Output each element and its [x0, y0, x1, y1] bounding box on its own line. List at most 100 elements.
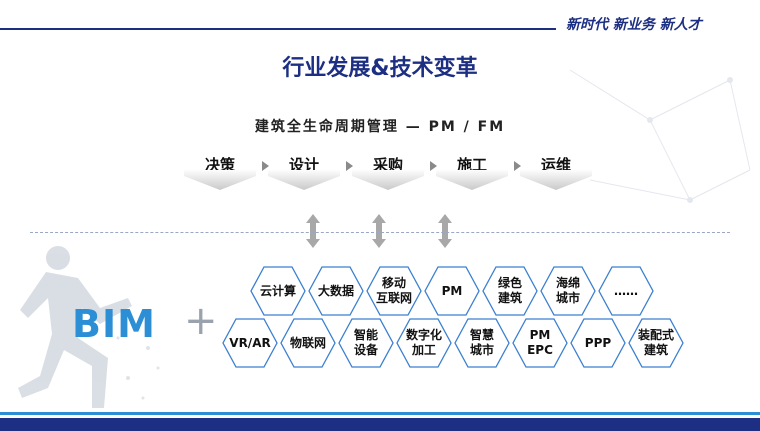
hex-label: 云计算 [250, 284, 306, 299]
hex-label-line: 互联网 [375, 291, 412, 305]
hexagon-icon [424, 266, 480, 316]
chevron-down-icon [184, 170, 256, 190]
hex-label: 移动互联网 [366, 276, 422, 306]
hex-item: 海绵城市 [540, 266, 596, 316]
hex-label: …… [598, 284, 654, 299]
step-label: 施工 [456, 156, 487, 174]
hex-label-line: 设备 [353, 343, 378, 357]
hex-item: 大数据 [308, 266, 364, 316]
step-label: 采购 [372, 156, 403, 174]
hex-label-line: 大数据 [317, 283, 354, 298]
hexagon-icon [366, 266, 422, 316]
hex-item: 物联网 [280, 318, 336, 368]
double-arrow-icon [306, 214, 320, 248]
connector-arrows [0, 214, 760, 248]
lifecycle-step: 设计 [266, 152, 342, 192]
hex-label-line: 智能 [353, 328, 378, 342]
hex-label-line: 智慧 [469, 328, 494, 342]
hexagon-icon [540, 266, 596, 316]
hex-label: 智能设备 [338, 328, 394, 358]
hex-label-line: EPC [527, 343, 553, 357]
hex-item: 智能设备 [338, 318, 394, 368]
hex-label-line: 装配式 [637, 328, 674, 342]
hex-item: 云计算 [250, 266, 306, 316]
hex-label: VR/AR [222, 336, 278, 351]
hexagon-icon [396, 318, 452, 368]
dashed-divider [30, 232, 730, 233]
lifecycle-step: 决策 [182, 152, 258, 192]
slide-subtitle: 建筑全生命周期管理 — PM / FM [254, 119, 506, 135]
hexagon-icon [512, 318, 568, 368]
hexagon-icon [482, 266, 538, 316]
hex-label: 海绵城市 [540, 276, 596, 306]
hex-label: PM [424, 284, 480, 299]
hex-item: 装配式建筑 [628, 318, 684, 368]
lifecycle-flow: 决策 设计 采购 施工 运维 [0, 152, 760, 192]
hex-label-line: 海绵 [555, 276, 580, 290]
hex-label-line: 移动 [381, 276, 406, 290]
hex-item: VR/AR [222, 318, 278, 368]
hex-label: 物联网 [280, 336, 336, 351]
hexagon-icon [250, 266, 306, 316]
hex-item: 绿色建筑 [482, 266, 538, 316]
hex-label-line: VR/AR [229, 335, 271, 350]
arrow-right-icon [430, 161, 437, 171]
hexagon-icon [222, 318, 278, 368]
double-arrow-icon [372, 214, 386, 248]
hex-label-line: 加工 [411, 343, 436, 357]
double-arrow-icon [438, 214, 452, 248]
hex-item: 移动互联网 [366, 266, 422, 316]
hex-label-line: 数字化 [405, 328, 442, 342]
network-decoration [569, 69, 751, 203]
hex-label: 装配式建筑 [628, 328, 684, 358]
hexagon-icon [628, 318, 684, 368]
hex-label-line: PM [441, 283, 463, 298]
hex-label-line: PPP [584, 335, 612, 350]
bim-label: BIM [72, 302, 156, 346]
step-label: 设计 [288, 156, 319, 174]
hex-label: 数字化加工 [396, 328, 452, 358]
hex-label-line: 建筑 [497, 291, 522, 305]
header-rule [0, 28, 556, 30]
hex-label-line: 城市 [555, 291, 580, 305]
hex-label: 智慧城市 [454, 328, 510, 358]
hex-item: 智慧城市 [454, 318, 510, 368]
step-label: 运维 [540, 156, 571, 174]
hex-item: …… [598, 266, 654, 316]
chevron-down-icon [352, 170, 424, 190]
hexagon-icon [454, 318, 510, 368]
hex-label-line: …… [614, 283, 638, 298]
hexagon-icon [570, 318, 626, 368]
chevron-down-icon [436, 170, 508, 190]
arrow-right-icon [346, 161, 353, 171]
hex-label-line: 物联网 [289, 335, 326, 350]
lifecycle-step: 施工 [434, 152, 510, 192]
lifecycle-step: 采购 [350, 152, 426, 192]
hex-item: PM [424, 266, 480, 316]
hexagon-icon [280, 318, 336, 368]
arrow-right-icon [262, 161, 269, 171]
hex-label: 绿色建筑 [482, 276, 538, 306]
hex-label: 大数据 [308, 284, 364, 299]
hex-item: 数字化加工 [396, 318, 452, 368]
hex-label-line: 城市 [469, 343, 494, 357]
plus-sign: + [184, 298, 218, 344]
hex-label: PPP [570, 336, 626, 351]
arrow-right-icon [514, 161, 521, 171]
lifecycle-step: 运维 [518, 152, 594, 192]
hexagon-icon [338, 318, 394, 368]
hex-label-line: PM [529, 328, 551, 342]
slide-title: 行业发展&技术变革 [282, 56, 478, 81]
hex-label-line: 云计算 [259, 283, 296, 298]
hexagon-icon [308, 266, 364, 316]
hex-item: PPP [570, 318, 626, 368]
chevron-down-icon [520, 170, 592, 190]
step-label: 决策 [204, 156, 235, 174]
hex-label-line: 建筑 [643, 343, 668, 357]
hex-label-line: 绿色 [497, 276, 522, 290]
footer-accent [0, 412, 760, 415]
slogan: 新时代 新业务 新人才 [566, 17, 702, 33]
